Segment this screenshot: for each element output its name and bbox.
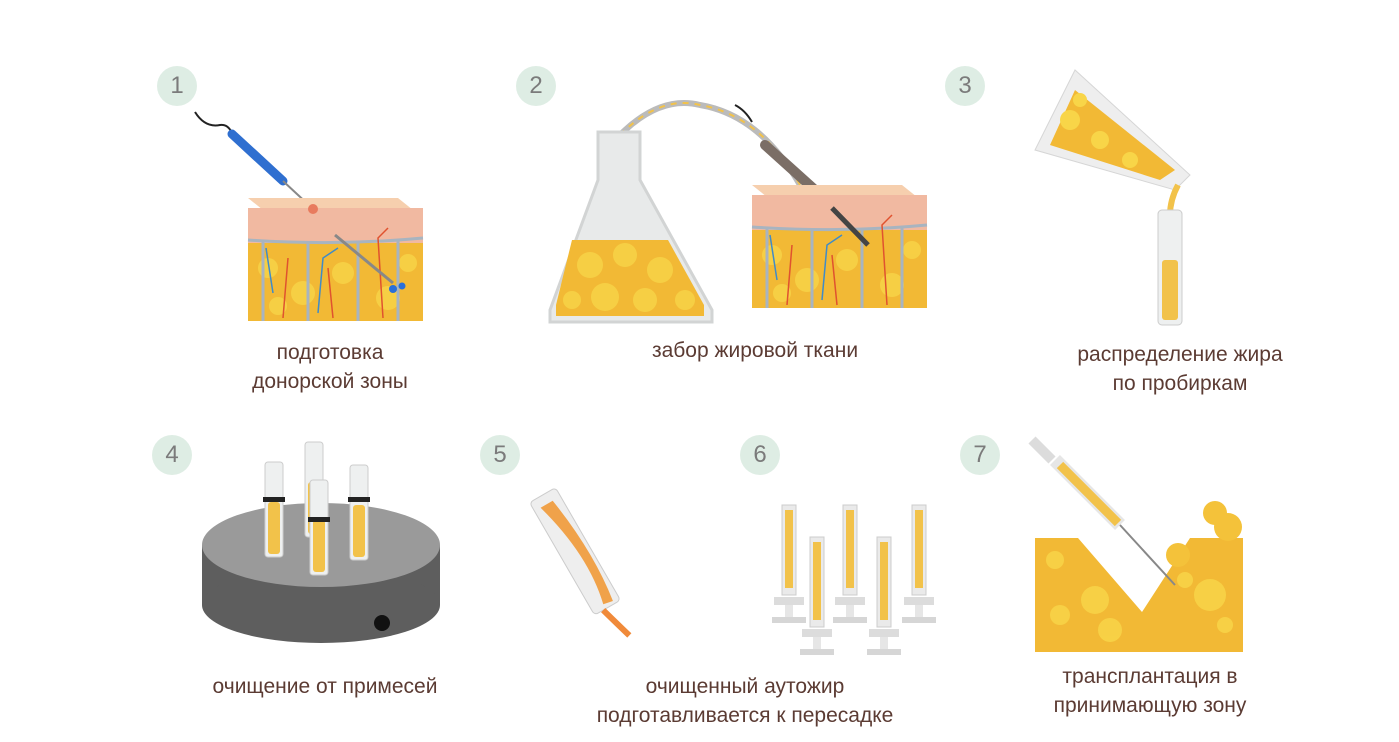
caption-line: очищенный аутожир <box>645 675 845 698</box>
caption-line: очищение от примесей <box>212 675 438 698</box>
transplant-illustration <box>1028 436 1243 652</box>
step-3-caption: распределение жира по пробиркам <box>1077 340 1282 398</box>
step-6-badge: 6 <box>740 435 780 475</box>
step-1-caption: подготовка донорской зоны <box>252 338 408 396</box>
step-1-badge: 1 <box>157 66 197 106</box>
caption-line: принимающую зону <box>1053 694 1247 717</box>
syringes-illustration <box>771 504 937 656</box>
donor-zone-illustration <box>194 111 425 323</box>
caption-line: подготовка <box>276 341 384 364</box>
caption-line: по пробиркам <box>1112 372 1248 395</box>
step-4-badge: 4 <box>152 435 192 475</box>
caption-line: забор жировой ткани <box>651 339 859 362</box>
fat-distribution-illustration <box>1034 69 1191 326</box>
caption-line: донорской зоны <box>252 370 408 393</box>
step-5-badge: 5 <box>480 435 520 475</box>
step-3-badge: 3 <box>945 66 985 106</box>
caption-line: трансплантация в <box>1062 665 1238 688</box>
step-5-6-caption: очищенный аутожир подготавливается к пер… <box>597 672 894 730</box>
liposuction-illustration <box>548 100 929 324</box>
step-2-badge: 2 <box>516 66 556 106</box>
caption-line: подготавливается к пересадке <box>596 704 894 727</box>
step-7-badge: 7 <box>960 435 1000 475</box>
caption-line: распределение жира <box>1077 343 1283 366</box>
step-4-caption: очищение от примесей <box>213 672 438 701</box>
centrifuge-illustration <box>202 441 440 643</box>
purified-fat-illustration <box>530 488 632 638</box>
step-2-caption: забор жировой ткани <box>652 336 858 365</box>
step-7-caption: трансплантация в принимающую зону <box>1054 662 1247 720</box>
